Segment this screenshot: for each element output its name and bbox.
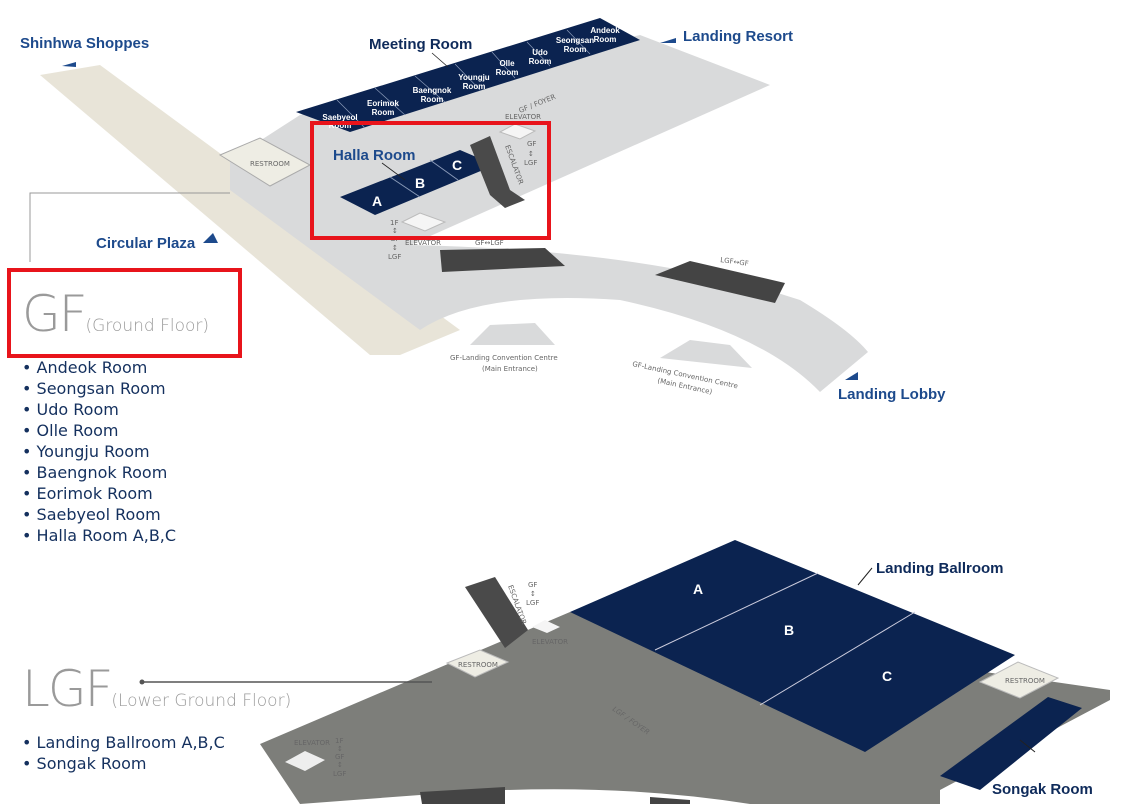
ballroom-c[interactable]: C [882, 668, 892, 684]
lgf-title: LGF(Lower Ground Floor) [22, 660, 291, 718]
lgf-restroom[interactable] [445, 649, 510, 678]
lgf-restroom-label: RESTROOM [458, 661, 498, 669]
ballroom-b[interactable]: B [784, 622, 794, 638]
list-item: Olle Room [22, 420, 176, 441]
gf-restroom-label: RESTROOM [250, 160, 290, 168]
gf-title: GF(Ground Floor) [22, 285, 209, 343]
gf-elevator-label: ELEVATOR [405, 239, 441, 247]
entrance-1 [470, 323, 555, 345]
arrow-icon [62, 62, 76, 67]
lgf-subtitle: (Lower Ground Floor) [111, 691, 292, 711]
list-item: Songak Room [22, 753, 225, 774]
ballroom-a[interactable]: A [693, 581, 703, 597]
list-item: Baengnok Room [22, 462, 176, 483]
gf-title-text: GF [22, 285, 88, 343]
lgf-elev-floors: 1F↕GF↕LGF [333, 737, 346, 778]
gf-elevator-top-label: ELEVATOR [505, 113, 541, 121]
label-shinhwa-shoppes[interactable]: Shinhwa Shoppes [20, 35, 149, 52]
halla-room [340, 150, 495, 215]
meeting-room-dividers [336, 29, 591, 129]
label-landing-ballroom[interactable]: Landing Ballroom [876, 560, 1004, 577]
list-item: Eorimok Room [22, 483, 176, 504]
gf-elevator[interactable] [400, 212, 447, 232]
label-meeting-room[interactable]: Meeting Room [369, 36, 472, 53]
list-item: Andeok Room [22, 357, 176, 378]
lgf-room-list: Landing Ballroom A,B,C Songak Room [22, 732, 225, 774]
lgf-esc-floors: GF↕LGF [526, 581, 539, 607]
lgf-escalator[interactable] [465, 577, 528, 648]
landing-ballroom [570, 540, 1015, 752]
lgf-elevator[interactable] [285, 751, 325, 771]
list-item: Youngju Room [22, 441, 176, 462]
label-halla-room[interactable]: Halla Room [333, 147, 416, 164]
halla-b[interactable]: B [415, 175, 425, 191]
lgf-escalator-bottom[interactable] [420, 787, 505, 804]
arrow-icon [660, 38, 676, 43]
lgf-restroom-right-label: RESTROOM [1005, 677, 1045, 685]
gf-escalator[interactable] [470, 136, 525, 208]
gf-lgf-escalator-1[interactable] [440, 248, 565, 272]
esc2-label: LGF↔GF [720, 256, 750, 268]
highlight-gf-title [7, 268, 242, 358]
entrance-1-label: GF-Landing Convention Centre(Main Entran… [450, 354, 558, 373]
shinhwa-walkway [40, 65, 460, 355]
lgf-elevator-top[interactable] [532, 620, 560, 633]
label-landing-lobby[interactable]: Landing Lobby [838, 386, 946, 403]
label-songak-room[interactable]: Songak Room [992, 781, 1093, 798]
lgf-restroom-right[interactable] [978, 661, 1060, 699]
arrow-icon [845, 372, 858, 380]
entrance-2 [660, 340, 752, 368]
list-item: Seongsan Room [22, 378, 176, 399]
gf-subtitle: (Ground Floor) [85, 316, 210, 336]
list-item: Halla Room A,B,C [22, 525, 177, 546]
list-item: Udo Room [22, 399, 176, 420]
meeting-rooms-strip [296, 18, 640, 132]
entrance-2-label: GF-Landing Convention Centre(Main Entran… [629, 360, 738, 401]
halla-c[interactable]: C [452, 157, 462, 173]
gf-lgf-escalator-2[interactable] [655, 261, 785, 303]
gf-room-list: Andeok Room Seongsan Room Udo Room Olle … [22, 357, 177, 546]
label-circular-plaza[interactable]: Circular Plaza [96, 235, 196, 252]
esc1-label: GF↔LGF [475, 239, 504, 247]
lgf-title-text: LGF [22, 660, 113, 718]
highlight-halla-room [310, 121, 551, 240]
lgf-elevator-top-label: ELEVATOR [532, 638, 568, 646]
songak-room[interactable] [940, 697, 1082, 790]
arrow-icon [203, 233, 218, 243]
label-landing-resort[interactable]: Landing Resort [683, 28, 793, 45]
lgf-escalator-bottom-2[interactable] [650, 797, 690, 804]
gf-elevator-top[interactable] [498, 123, 537, 140]
lgf-elevator-label: ELEVATOR [294, 739, 330, 747]
halla-a[interactable]: A [372, 193, 382, 209]
gf-esc-floors: GF↕LGF [524, 140, 537, 167]
list-item: Landing Ballroom A,B,C [22, 732, 225, 753]
list-item: Saebyeol Room [22, 504, 176, 525]
